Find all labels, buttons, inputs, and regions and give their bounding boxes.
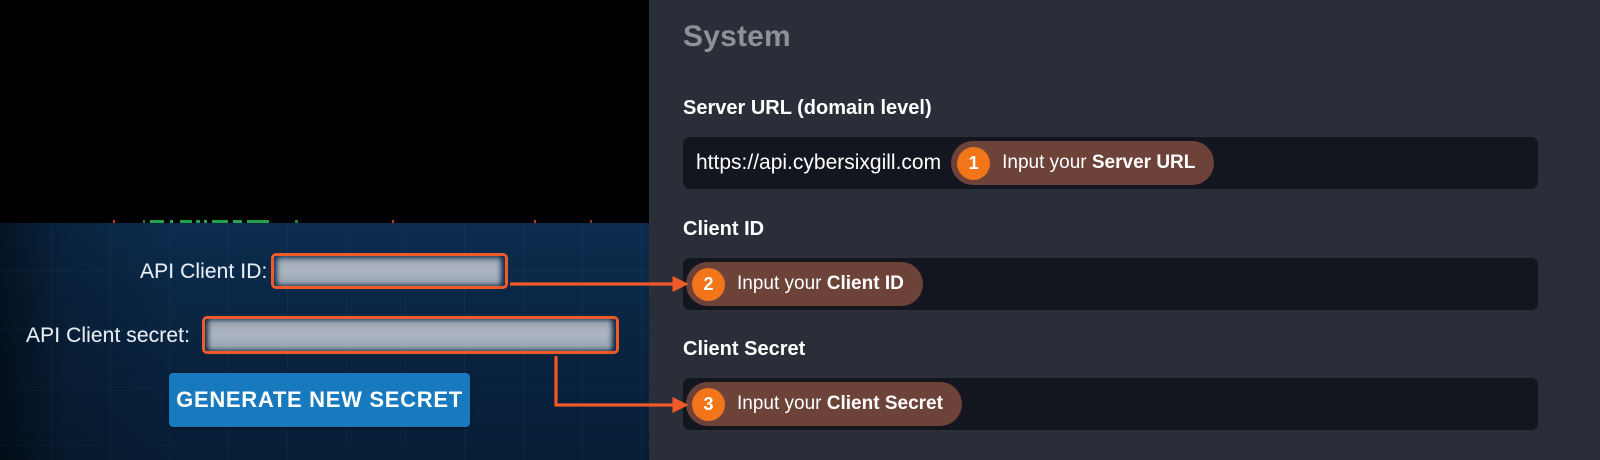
client-id-label: Client ID: [683, 218, 765, 240]
artifact-pixel: [247, 220, 269, 223]
api-client-id-highlight-box: [271, 253, 508, 289]
api-client-secret-redacted-value: [208, 320, 612, 350]
callout-prefix-2: Input your: [737, 273, 827, 294]
artifact-pixel: [170, 220, 173, 223]
artifact-pixel: [295, 220, 298, 223]
page-title: System: [683, 20, 791, 53]
callout-target-1: Server URL: [1091, 152, 1196, 173]
callout-target-2: Client ID: [826, 273, 904, 294]
callout-text-1: Input your Server URL: [1002, 152, 1195, 174]
server-url-input[interactable]: https://api.cybersixgill.com 1 Input you…: [683, 137, 1538, 189]
client-secret-label: Client Secret: [683, 338, 806, 360]
black-letterbox-area: [0, 0, 649, 222]
callout-target-3: Client Secret: [826, 393, 943, 414]
artifact-pixel: [233, 220, 242, 223]
api-client-id-label: API Client ID:: [140, 260, 268, 283]
callout-text-2: Input your Client ID: [737, 273, 904, 295]
client-secret-input[interactable]: 3 Input your Client Secret: [683, 378, 1538, 430]
client-id-input[interactable]: 2 Input your Client ID: [683, 258, 1538, 310]
callout-badge-3: 3 Input your Client Secret: [686, 382, 962, 426]
system-settings-panel: System Server URL (domain level) https:/…: [649, 0, 1600, 460]
api-client-secret-label: API Client secret:: [26, 324, 191, 347]
server-url-value: https://api.cybersixgill.com: [696, 151, 942, 174]
callout-badge-1: 1 Input your Server URL: [951, 141, 1215, 185]
callout-prefix-3: Input your: [737, 393, 827, 414]
server-url-label: Server URL (domain level): [683, 97, 932, 119]
left-reference-screenshot: API Client ID: API Client secret: GENERA…: [0, 0, 649, 460]
callout-text-3: Input your Client Secret: [737, 393, 943, 415]
api-client-secret-highlight-box: [202, 316, 619, 354]
callout-prefix-1: Input your: [1002, 152, 1092, 173]
artifact-pixel: [212, 220, 228, 223]
artifact-pixel: [534, 220, 536, 223]
artifact-pixel: [143, 220, 145, 223]
artifact-pixel: [150, 220, 164, 223]
api-client-id-redacted-value: [277, 258, 501, 285]
compression-artifact-row: [0, 220, 649, 223]
artifact-pixel: [180, 220, 192, 223]
artifact-pixel: [196, 220, 200, 223]
artifact-pixel: [204, 220, 207, 223]
artifact-pixel: [113, 220, 115, 223]
generate-new-secret-button[interactable]: GENERATE NEW SECRET: [169, 373, 470, 427]
callout-number-1: 1: [957, 146, 991, 180]
callout-number-3: 3: [692, 387, 725, 421]
callout-badge-2: 2 Input your Client ID: [686, 262, 923, 306]
callout-number-2: 2: [692, 267, 725, 301]
artifact-pixel: [590, 220, 592, 223]
artifact-pixel: [392, 220, 394, 223]
